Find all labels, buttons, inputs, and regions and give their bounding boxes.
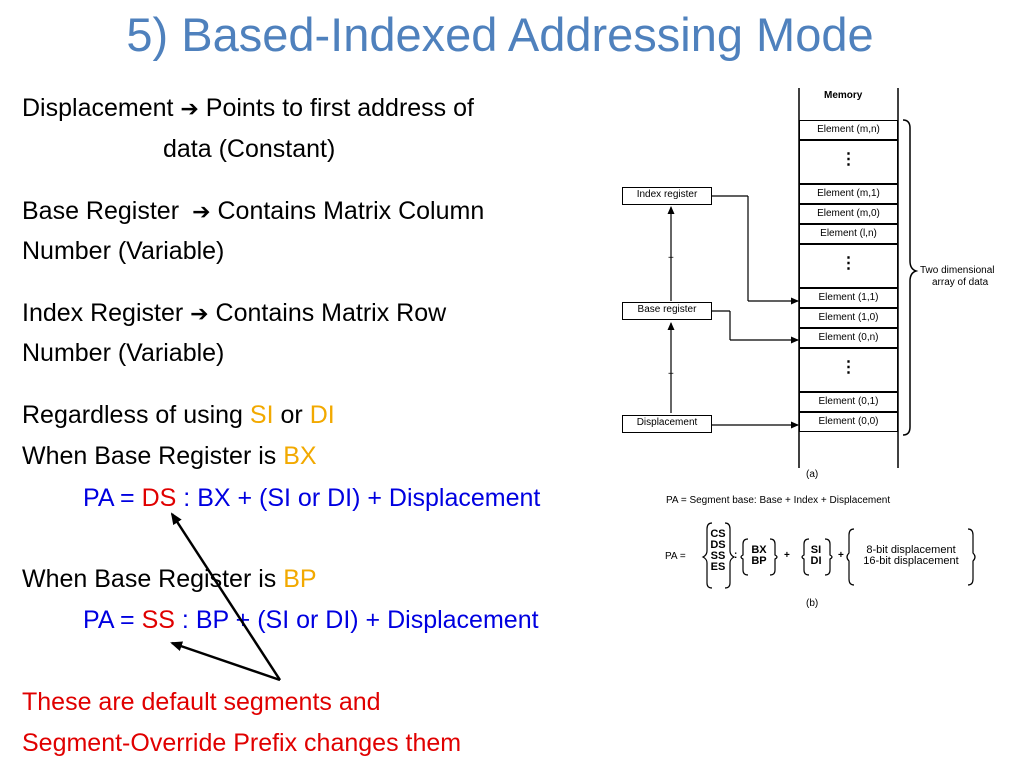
displacement-box: Displacement xyxy=(622,415,712,433)
memory-label: Memory xyxy=(824,90,863,101)
base-bp: BP xyxy=(751,555,767,567)
di-highlight: DI xyxy=(309,401,335,429)
displacement-term: Displacement xyxy=(22,94,174,122)
plus-sign: + xyxy=(668,253,674,264)
or-text: or xyxy=(280,401,303,429)
right-arrow-icon: ➔ xyxy=(180,96,199,121)
index-register-box: Index register xyxy=(622,187,712,205)
pa-ds-prefix: PA = xyxy=(83,484,142,512)
base-register-box: Base register xyxy=(622,302,712,320)
note-line-2: Segment-Override Prefix changes them xyxy=(22,729,462,757)
memory-cell: Element (0,1) xyxy=(799,392,898,412)
two-dimensional-label: Two dimensional xyxy=(920,265,995,276)
memory-cell: Element (m,n) xyxy=(799,120,898,140)
page-title: 5) Based-Indexed Addressing Mode xyxy=(126,8,874,61)
base-register-line-2: Number (Variable) xyxy=(22,237,225,265)
memory-cell: Element (m,0) xyxy=(799,204,898,224)
arrow-to-ss xyxy=(170,641,281,682)
pa-ds-formula: PA = DS : BX + (SI or DI) + Displacement xyxy=(83,482,540,514)
memory-cell: Element (1,1) xyxy=(799,288,898,308)
index-si: SI xyxy=(810,544,822,556)
arrow-to-ds xyxy=(170,512,282,681)
regardless-line: Regardless of using SI or DI xyxy=(22,399,335,431)
memory-cell: Element (0,n) xyxy=(799,328,898,348)
disp-16bit: 16-bit displacement xyxy=(863,555,959,567)
base-options: BX BP xyxy=(749,545,769,567)
segment-options: CS DS SS ES xyxy=(710,529,726,573)
right-arrow-icon: ➔ xyxy=(185,199,211,224)
displacement-options: 8-bit displacement 16-bit displacement xyxy=(854,545,968,567)
si-highlight: SI xyxy=(249,401,274,429)
seg-ds: DS xyxy=(710,539,726,551)
seg-es: ES xyxy=(710,561,726,573)
base-bx: BX xyxy=(751,544,767,556)
note-line-1: These are default segments and xyxy=(22,688,381,716)
formula-line: PA = Segment base: Base + Index + Displa… xyxy=(666,495,891,506)
plus-sign: + xyxy=(784,550,790,561)
index-register-line-2: Number (Variable) xyxy=(22,339,225,367)
ds-segment: DS xyxy=(141,484,177,512)
memory-ellipsis: ⋮ xyxy=(799,348,898,392)
index-di: DI xyxy=(810,555,822,567)
plus-sign: + xyxy=(838,550,844,561)
memory-ellipsis: ⋮ xyxy=(799,244,898,288)
pa-ds-rest: : BX + (SI or DI) + Displacement xyxy=(183,484,541,512)
ss-segment: SS xyxy=(141,606,175,634)
array-of-data-label: array of data xyxy=(932,277,989,288)
index-register-term: Index Register xyxy=(22,299,184,327)
memory-cell: Element (0,0) xyxy=(799,412,898,432)
when-bp-prefix: When Base Register is xyxy=(22,565,277,593)
right-arrow-icon: ➔ xyxy=(190,301,209,326)
seg-cs: CS xyxy=(710,528,726,540)
memory-cell: Element (m,1) xyxy=(799,184,898,204)
memory-ellipsis: ⋮ xyxy=(799,140,898,184)
caption-a: (a) xyxy=(806,469,819,480)
base-register-text: Contains Matrix Column xyxy=(217,197,485,225)
regardless-prefix: Regardless of using xyxy=(22,401,243,429)
pa-equals: PA = xyxy=(665,551,686,562)
disp-8bit: 8-bit displacement xyxy=(866,544,956,556)
caption-b: (b) xyxy=(806,598,819,609)
base-register-term: Base Register xyxy=(22,197,180,225)
index-register-text: Contains Matrix Row xyxy=(215,299,447,327)
plus-sign: + xyxy=(668,369,674,380)
when-bp-line: When Base Register is BP xyxy=(22,563,317,595)
displacement-line-2: data (Constant) xyxy=(163,135,336,163)
index-register-line: Index Register ➔ Contains Matrix Row xyxy=(22,297,446,330)
when-bx-prefix: When Base Register is xyxy=(22,442,277,470)
when-bx-line: When Base Register is BX xyxy=(22,440,317,472)
base-register-line: Base Register ➔ Contains Matrix Column xyxy=(22,195,484,228)
addressing-figure: Memory Element (m,n) ⋮ Element (m,1) Ele… xyxy=(618,83,1024,613)
pa-ss-prefix: PA = xyxy=(83,606,142,634)
index-options: SI DI xyxy=(808,545,824,567)
bp-highlight: BP xyxy=(283,565,317,593)
colon: : xyxy=(734,550,738,561)
displacement-text: Points to first address of xyxy=(205,94,474,122)
memory-cell: Element (1,0) xyxy=(799,308,898,328)
displacement-line: Displacement ➔ Points to first address o… xyxy=(22,92,474,125)
memory-cell: Element (l,n) xyxy=(799,224,898,244)
bx-highlight: BX xyxy=(283,442,317,470)
seg-ss: SS xyxy=(710,550,726,562)
